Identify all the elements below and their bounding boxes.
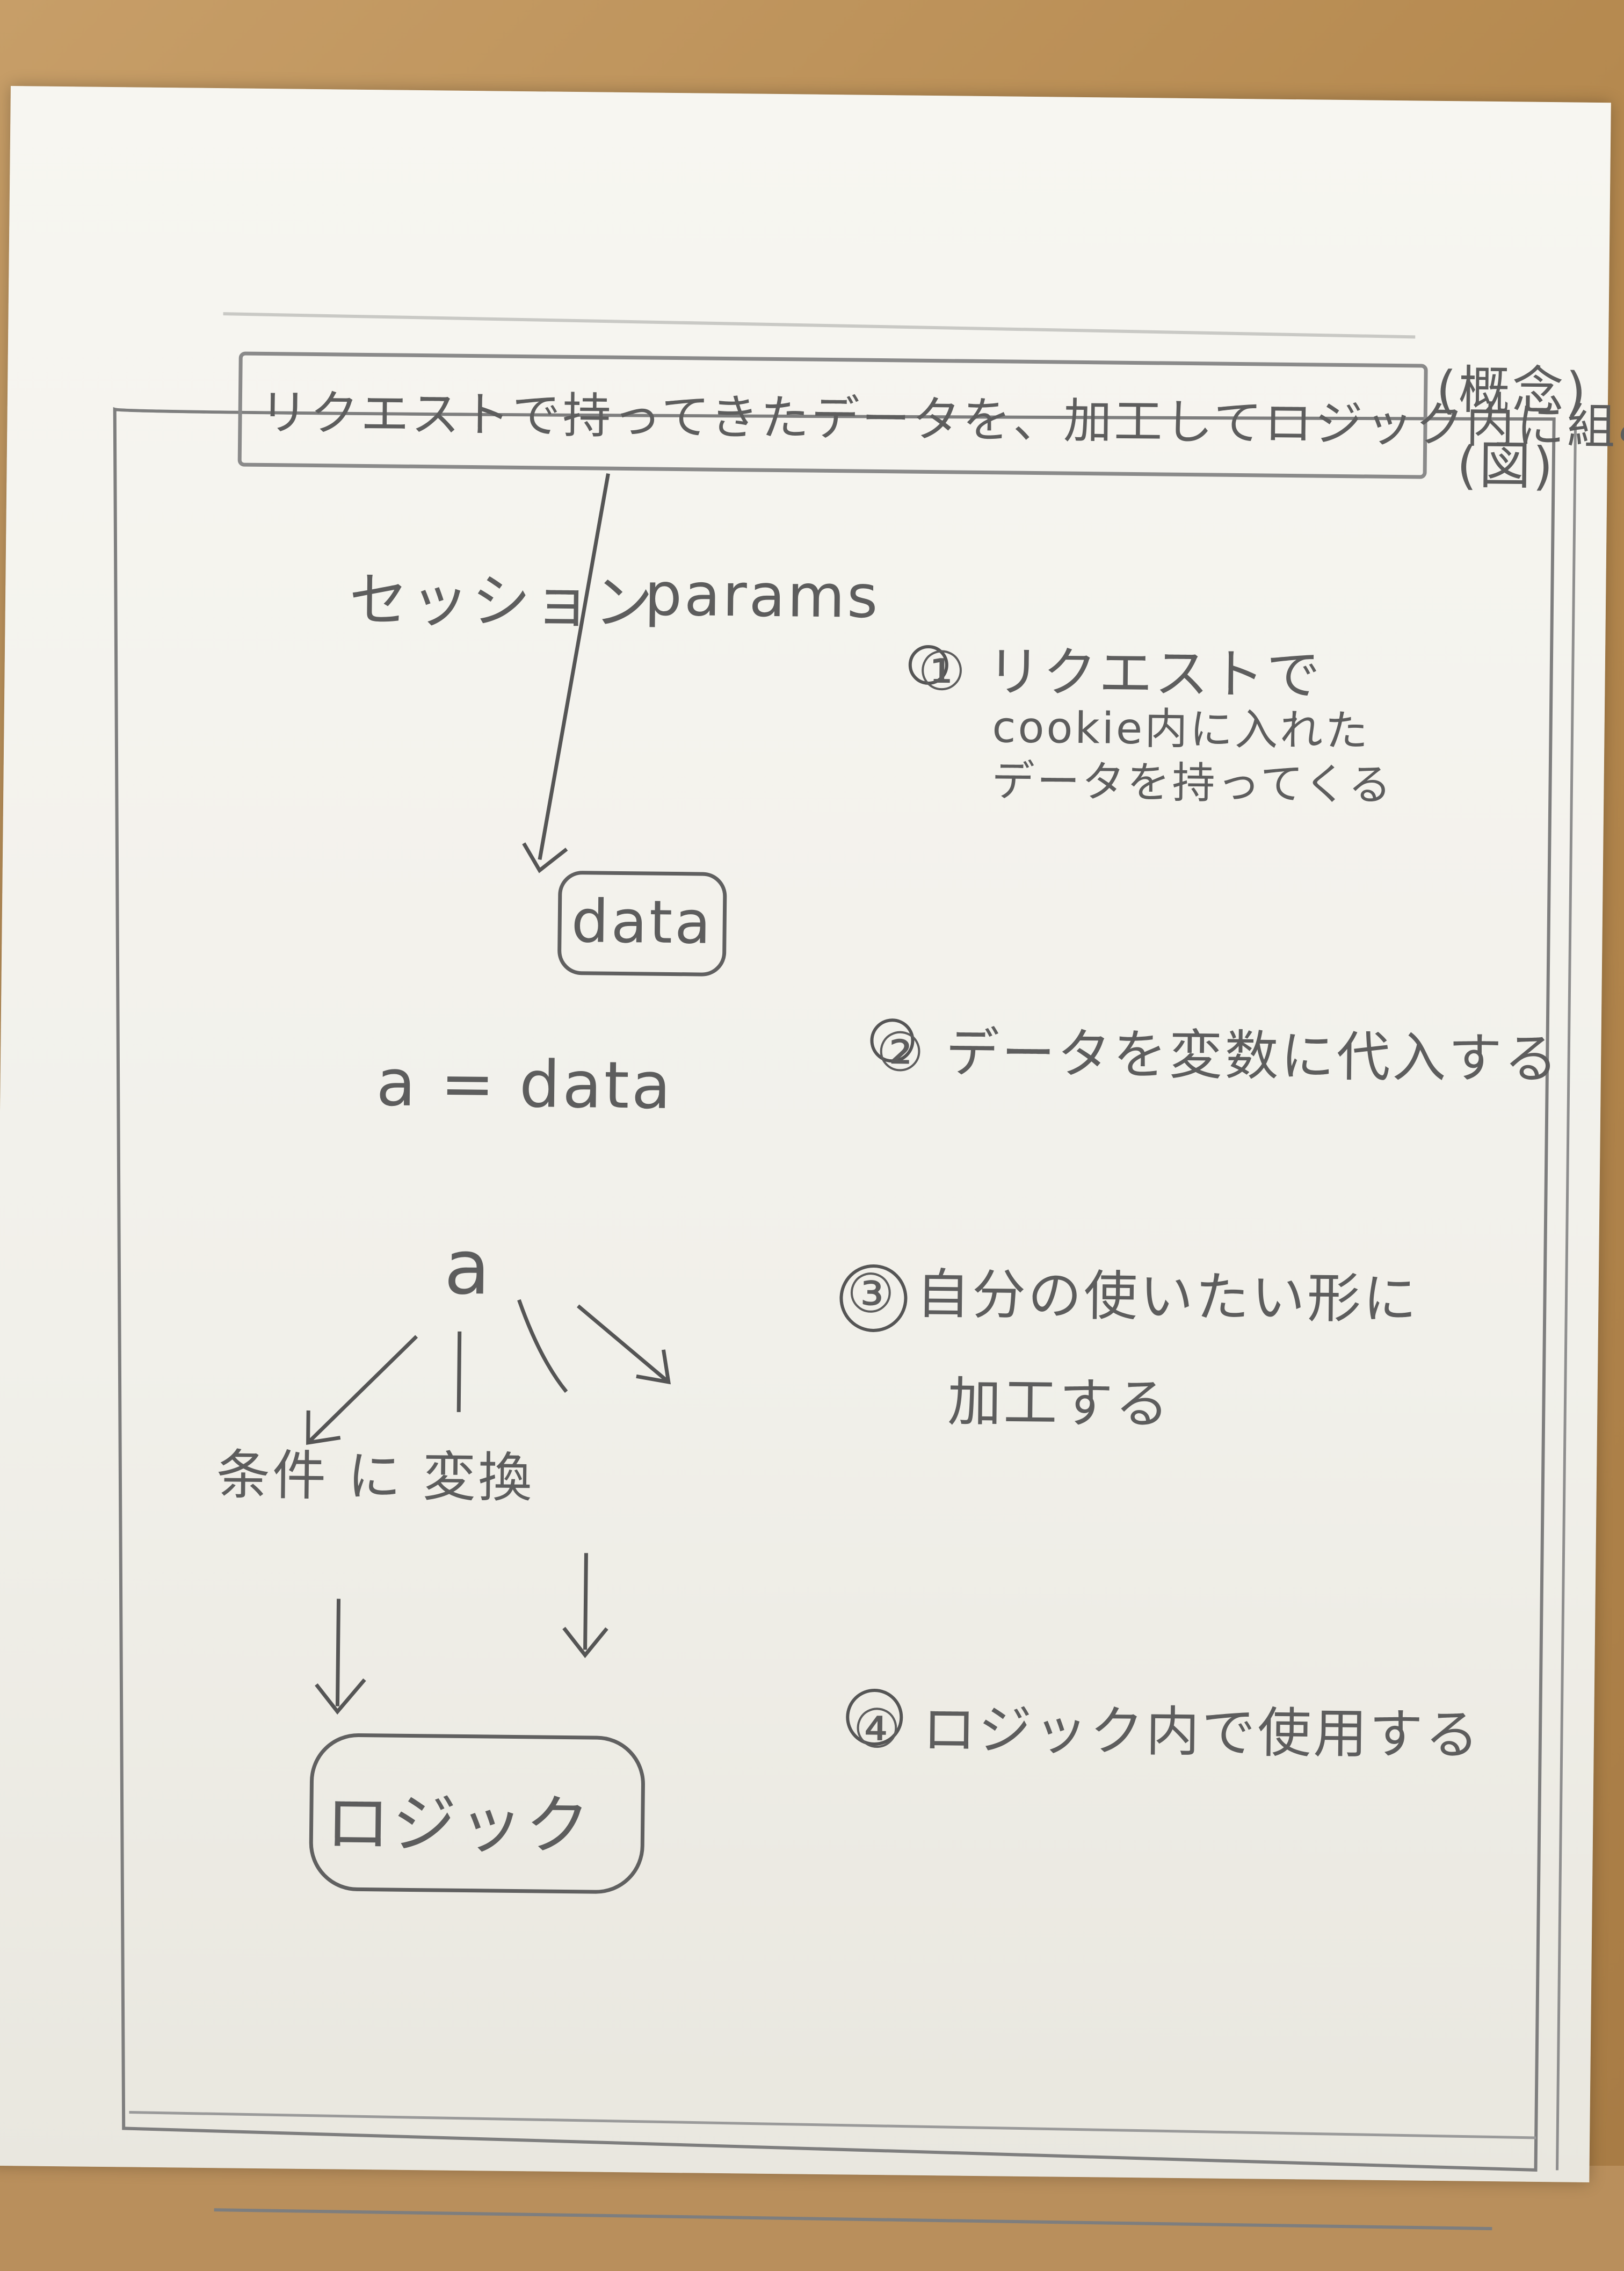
notebook-page: リクエストで持ってきたデータを、加工してロジック内に組み込むまで (概念) (図… xyxy=(0,86,1624,2231)
corner-note-concept: (概念) xyxy=(1436,359,1589,422)
step-3-line-2: 加工する xyxy=(947,1370,1172,1436)
step-4: ④ ロジック内で使用する xyxy=(852,1697,1482,1767)
params-label: params xyxy=(644,560,881,631)
data-box-label: data xyxy=(571,887,714,957)
session-label: セッション xyxy=(349,565,656,638)
variable-a: a xyxy=(444,1224,493,1312)
step-1-line-3: データを持ってくる xyxy=(991,756,1394,811)
assign-expression: a = data xyxy=(375,1046,673,1124)
step-3-line-1: ③ 自分の使いたい形に xyxy=(846,1262,1419,1331)
branch-labels: 条件 に 変換 xyxy=(216,1443,535,1510)
logic-box-label: ロジック xyxy=(325,1786,592,1864)
corner-note-figure: (図) xyxy=(1456,435,1556,497)
step-2: ② データを変数に代入する xyxy=(875,1020,1561,1091)
